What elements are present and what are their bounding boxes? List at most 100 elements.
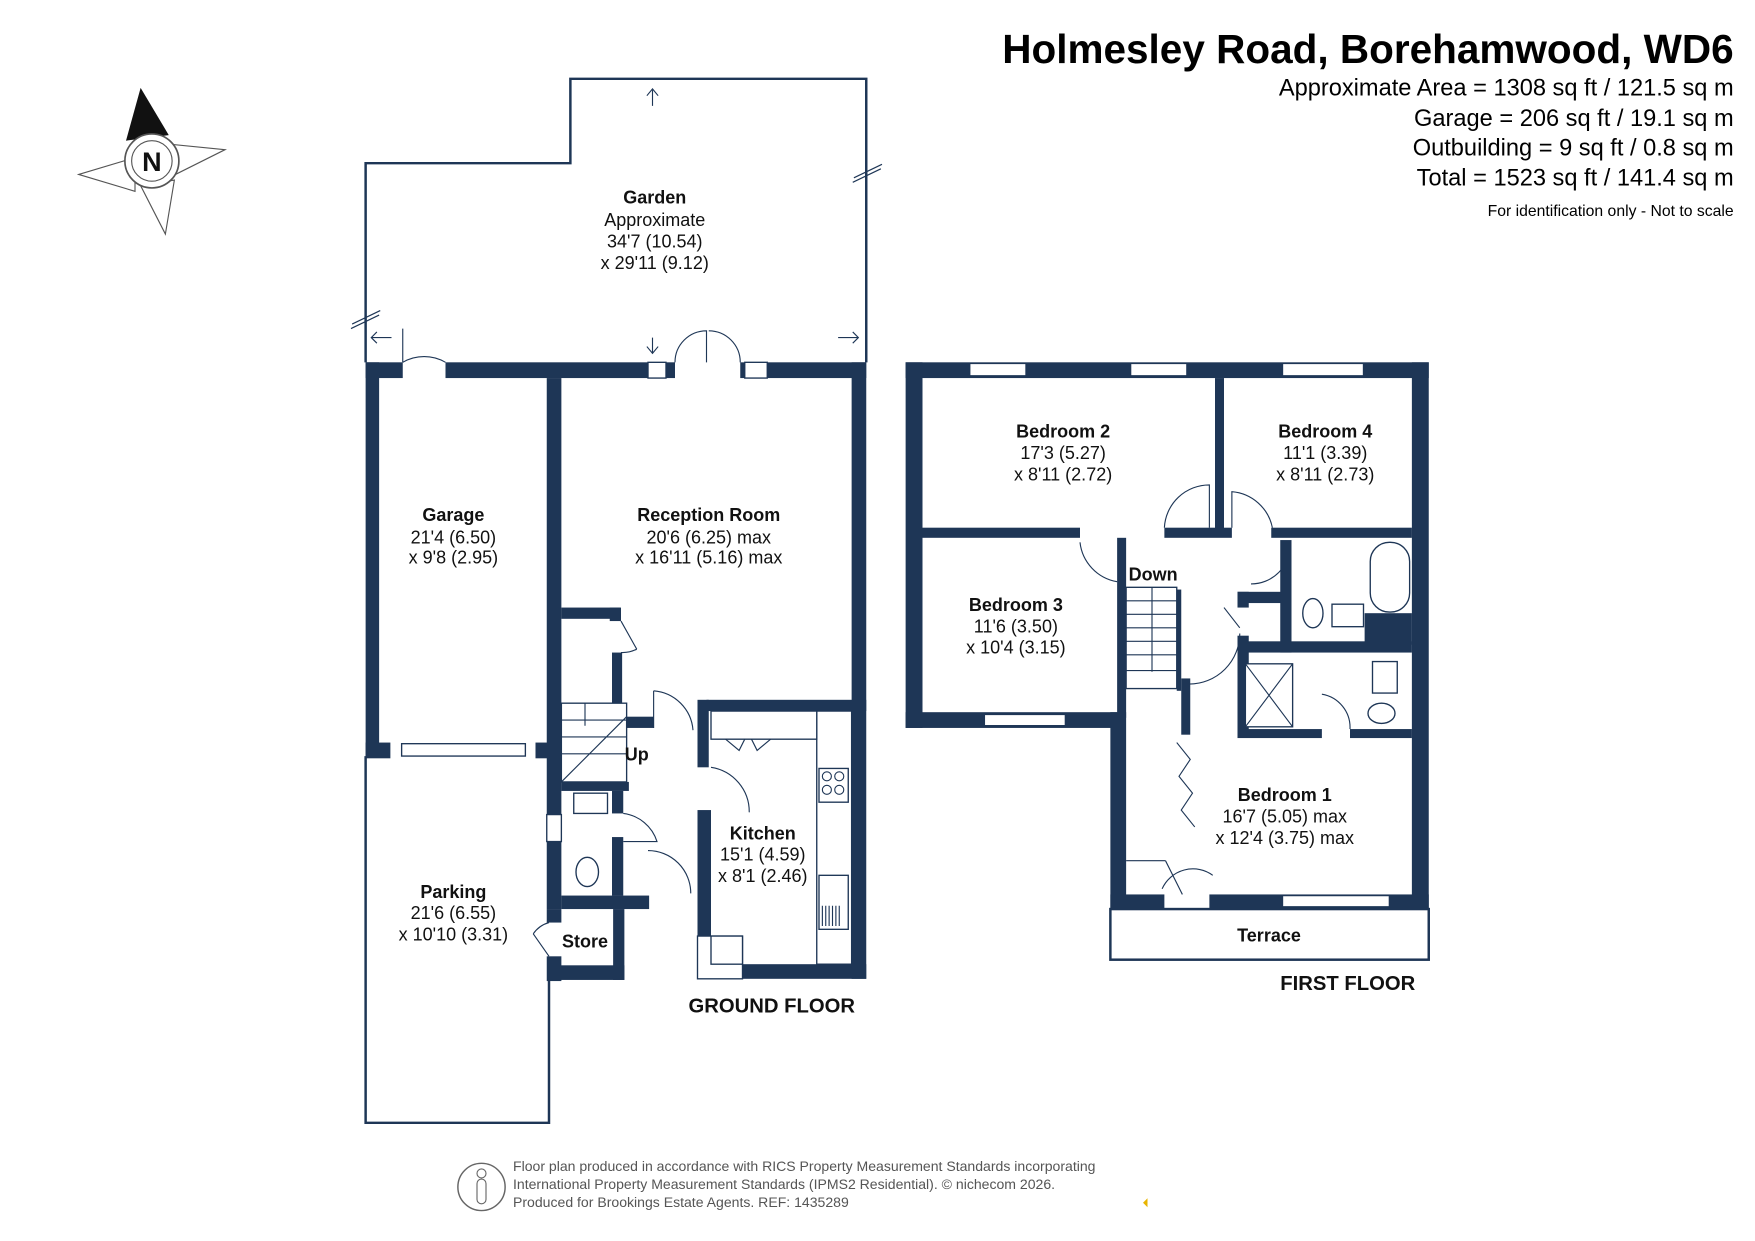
garden-boundary bbox=[364, 77, 868, 363]
first-floor-plan-part bbox=[1350, 729, 1412, 739]
first-floor-plan-part bbox=[983, 713, 1067, 727]
first-floor-plan-part bbox=[1237, 729, 1322, 739]
ground-floor-plan-part bbox=[535, 742, 562, 759]
first-floor-plan-part bbox=[1237, 591, 1249, 608]
first-floor-plan-part bbox=[1244, 663, 1294, 728]
garage-area: Garage = 206 sq ft / 19.1 sq m bbox=[1414, 106, 1734, 132]
garage-label-part: 21'4 (6.50) bbox=[411, 527, 497, 547]
ground-floor-plan-part bbox=[851, 362, 867, 979]
bedroom-2-label: Bedroom 2 17'3 (5.27) x 8'11 (2.72) bbox=[1014, 422, 1112, 485]
ground-floor-plan-part bbox=[623, 812, 692, 894]
ground-floor-plan-part bbox=[445, 362, 648, 379]
garden-doors bbox=[402, 328, 741, 363]
garden-label-part: Garden bbox=[623, 188, 686, 208]
ground-floor-plan-part bbox=[532, 922, 550, 957]
ground-floor-plan-part bbox=[612, 652, 623, 728]
store-label: Store bbox=[562, 931, 608, 951]
ground-floor-plan-part bbox=[710, 935, 744, 965]
first-floor-plan-part bbox=[1280, 540, 1292, 653]
garage-label-part: x 9'8 (2.95) bbox=[409, 548, 498, 568]
property-title: Holmesley Road, Borehamwood, WD6 bbox=[1002, 26, 1733, 72]
ground-floor-plan-part bbox=[547, 965, 625, 980]
ground-floor-plan-part bbox=[612, 837, 624, 896]
north-arrow-compass-icon: N bbox=[76, 87, 227, 236]
basin-icon bbox=[1331, 603, 1365, 628]
bedroom-4-label-part: Bedroom 4 bbox=[1278, 422, 1372, 442]
footer-part bbox=[1143, 1198, 1148, 1208]
ground-floor-label: GROUND FLOOR bbox=[689, 996, 856, 1018]
footer-line-3: Produced for Brookings Estate Agents. RE… bbox=[513, 1194, 849, 1210]
ground-floor-plan-part bbox=[725, 738, 771, 752]
bedroom-1-label-part: x 12'4 (3.75) max bbox=[1216, 828, 1355, 848]
reception-room-label-part: Reception Room bbox=[637, 505, 780, 525]
stairs-down-label: Down bbox=[1129, 565, 1178, 585]
stairs-up-label: Up bbox=[625, 745, 649, 765]
first-floor-plan-part bbox=[969, 362, 1027, 377]
ground-floor-plan-part bbox=[697, 699, 709, 768]
toilet-icon bbox=[1302, 597, 1324, 629]
garden-label-part: 34'7 (10.54) bbox=[607, 232, 703, 252]
kitchen-label-part: x 8'1 (2.46) bbox=[718, 866, 807, 886]
first-floor-plan-part bbox=[1237, 641, 1412, 653]
bedroom-1-label-part: 16'7 (5.05) max bbox=[1223, 806, 1347, 826]
basin-icon bbox=[1371, 660, 1398, 694]
ground-floor-plan-part bbox=[710, 766, 750, 813]
sink-icon bbox=[818, 874, 849, 930]
reception-room-label-part: x 16'11 (5.16) max bbox=[635, 548, 782, 568]
ground-floor-plan-part bbox=[742, 964, 867, 979]
ground-floor-plan-part bbox=[834, 771, 845, 782]
bedroom-3-label-part: 11'6 (3.50) bbox=[974, 616, 1058, 636]
first-floor-plan-part bbox=[1110, 894, 1165, 910]
toilet-icon bbox=[575, 856, 600, 888]
ground-floor-plan-part bbox=[767, 362, 867, 379]
bedroom-1-label: Bedroom 1 16'7 (5.05) max x 12'4 (3.75) … bbox=[1216, 785, 1355, 848]
first-floor-plan-part bbox=[1271, 527, 1412, 538]
first-floor-plan-part bbox=[1129, 362, 1188, 377]
ground-floor-plan-part bbox=[821, 784, 832, 795]
boundary-arrows bbox=[350, 88, 883, 355]
first-floor-plan-part bbox=[922, 527, 1080, 538]
garage-label-part: Garage bbox=[422, 505, 484, 525]
ground-floor-plan-part bbox=[620, 620, 694, 731]
first-floor-plan-part bbox=[1411, 362, 1429, 910]
staircase-part bbox=[1176, 589, 1182, 691]
first-floor-plan-part bbox=[1364, 613, 1412, 645]
ground-floor-plan-part bbox=[744, 361, 768, 379]
ground-floor-plan-part bbox=[821, 771, 832, 782]
staircase bbox=[1125, 586, 1191, 735]
toilet-icon bbox=[1367, 702, 1396, 725]
garage-label: Garage 21'4 (6.50) x 9'8 (2.95) bbox=[409, 505, 498, 568]
first-floor-plan-part bbox=[1079, 484, 1291, 585]
header: Holmesley Road, Borehamwood, WD6 Approxi… bbox=[1002, 26, 1734, 220]
ground-floor-plan-part bbox=[740, 362, 745, 379]
footer: Floor plan produced in accordance with R… bbox=[457, 1158, 1148, 1212]
first-floor-plan-part bbox=[905, 362, 923, 728]
kitchen-label: Kitchen 15'1 (4.59) x 8'1 (2.46) bbox=[718, 823, 807, 886]
bedroom-3-label: Bedroom 3 11'6 (3.50) x 10'4 (3.15) bbox=[966, 595, 1066, 658]
person-scale-icon-part bbox=[476, 1178, 487, 1205]
bedroom-3-label-part: Bedroom 3 bbox=[969, 595, 1063, 615]
staircase-part bbox=[560, 703, 628, 783]
first-floor-plan-part bbox=[1215, 378, 1224, 536]
first-floor-plan-part bbox=[1281, 894, 1391, 908]
first-floor-plan-part bbox=[1164, 527, 1232, 538]
garden-label-part: x 29'11 (9.12) bbox=[601, 253, 709, 273]
bedroom-3-label-part: x 10'4 (3.15) bbox=[966, 638, 1066, 658]
ground-floor-plan-part bbox=[609, 607, 621, 622]
outbuilding-area: Outbuilding = 9 sq ft / 0.8 sq m bbox=[1413, 135, 1734, 161]
ground-floor-plan-part bbox=[834, 784, 845, 795]
bath-icon bbox=[1369, 541, 1411, 613]
person-scale-icon-part bbox=[476, 1168, 487, 1179]
footer-line-1: Floor plan produced in accordance with R… bbox=[513, 1158, 1095, 1174]
bedroom-4-label-part: x 8'11 (2.73) bbox=[1276, 464, 1374, 484]
total-area: Total = 1523 sq ft / 141.4 sq m bbox=[1417, 166, 1734, 192]
parking-label-part: Parking bbox=[420, 882, 486, 902]
first-floor-plan-part bbox=[1237, 635, 1249, 737]
bedroom-2-label-part: 17'3 (5.27) bbox=[1020, 443, 1106, 463]
ground-floor-plan-part bbox=[561, 607, 620, 619]
ground-floor-plan-part bbox=[706, 699, 867, 712]
first-floor-plan-part bbox=[1126, 742, 1214, 895]
parking-boundary bbox=[364, 756, 551, 1125]
first-floor-plan-part bbox=[1189, 607, 1351, 730]
